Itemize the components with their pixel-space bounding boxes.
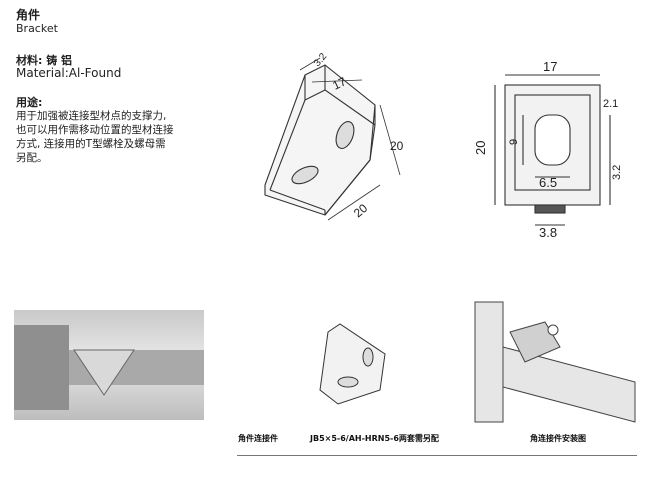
bottom-divider (237, 455, 637, 456)
caption-right: 角连接件安装图 (530, 434, 586, 443)
bracket-small-isometric (319, 323, 386, 405)
dim-right-width: 17 (543, 59, 557, 74)
bracket-front-view: 17 20 9 6.5 2.1 3.2 3.8 (475, 59, 623, 240)
dim-base-thickness: 3.2 (611, 165, 623, 180)
material-en: Material:Al-Found (16, 66, 122, 80)
dim-right-height: 20 (475, 141, 488, 155)
caption-middle: JB5×5-6/AH-HRN5-6两套需另配 (310, 434, 439, 443)
bracket-isometric-drawing: 3.2 17 20 20 (264, 51, 404, 221)
dim-slot-width: 6.5 (539, 175, 557, 190)
usage-line-2: 也可以用作需移动位置的型材连接 (16, 124, 174, 136)
caption-left: 角件连接件 (238, 434, 278, 443)
bracket-photo (14, 310, 204, 420)
dim-edge-offset: 2.1 (603, 98, 618, 110)
dim-slot-height: 9 (508, 139, 520, 145)
usage-heading: 用途: (16, 96, 43, 109)
product-title-cn: 角件 (16, 8, 41, 22)
material-cn: 材料: 铸 铝 (16, 54, 73, 67)
dim-left-width: 17 (330, 74, 348, 92)
usage-line-1: 用于加强被连接型材点的支撑力, (16, 110, 167, 122)
dim-left-depth: 20 (351, 201, 370, 221)
dim-left-height: 20 (390, 139, 404, 153)
usage-line-4: 另配。 (16, 152, 48, 164)
usage-line-3: 方式, 连接用的T型螺栓及螺母需 (16, 138, 166, 150)
product-title-en: Bracket (16, 22, 58, 35)
dim-tab-width: 3.8 (539, 225, 557, 240)
installation-drawing (474, 301, 636, 423)
